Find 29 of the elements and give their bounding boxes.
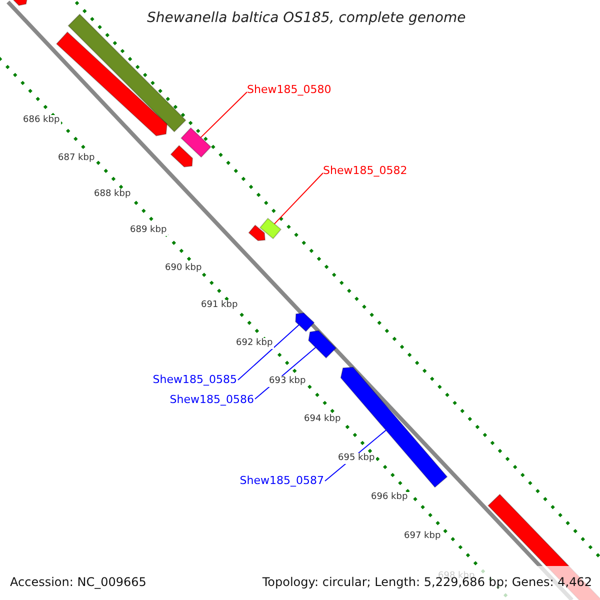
ruler-label: 694 kbp: [303, 414, 342, 425]
leader-line: [200, 92, 248, 138]
gene-block: [340, 366, 448, 488]
gene-block: [259, 218, 282, 240]
gene-label: Shew185_0586: [170, 394, 254, 405]
ruler-label: 695 kbp: [337, 453, 376, 464]
gene-label: Shew185_0587: [240, 475, 324, 486]
ruler-label: 690 kbp: [164, 263, 203, 274]
gene-block: [295, 312, 315, 332]
ruler-label: 691 kbp: [200, 300, 239, 311]
ruler-label: 688 kbp: [93, 189, 132, 200]
ruler-label: 686 kbp: [22, 115, 61, 126]
ruler-label: 696 kbp: [370, 492, 409, 503]
gene-block: [308, 330, 337, 359]
ruler-label: 687 kbp: [57, 153, 96, 164]
accession-text: Accession: NC_009665: [10, 576, 146, 588]
ruler-label: 693 kbp: [268, 376, 307, 387]
gene-label: Shew185_0580: [247, 84, 332, 95]
gene-block: [248, 224, 266, 242]
ruler-label: 697 kbp: [403, 531, 442, 542]
gene-block: [170, 144, 194, 168]
gene-label: Shew185_0585: [152, 374, 237, 385]
ruler-label: 692 kbp: [235, 338, 274, 349]
ruler-label: 689 kbp: [129, 225, 168, 236]
leader-line: [274, 172, 324, 224]
leader-line: [238, 324, 300, 380]
map-title: Shewanella baltica OS185, complete genome: [147, 11, 466, 25]
gene-label: Shew185_0582: [323, 165, 408, 176]
gene-block: [180, 127, 212, 158]
